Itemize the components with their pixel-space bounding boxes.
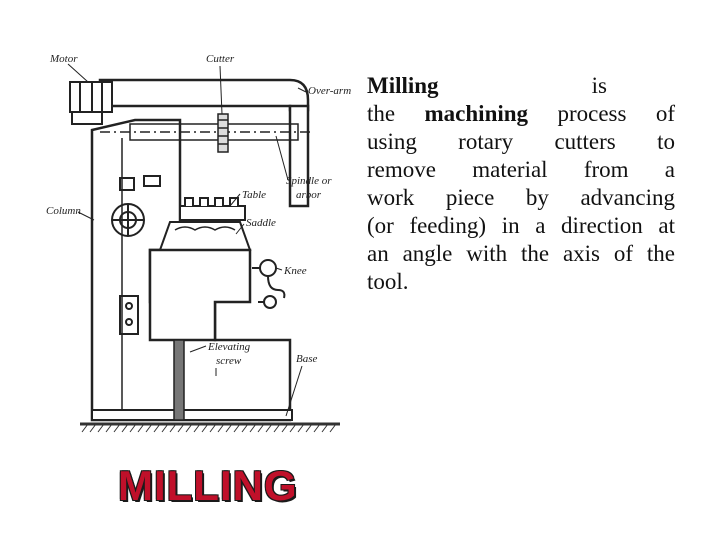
definition-text: Milling is the machining process of usin… bbox=[367, 72, 675, 296]
base-plate bbox=[91, 409, 293, 421]
text-line-5: work piece by advancing bbox=[367, 185, 675, 210]
elevating-screw-shape bbox=[173, 339, 185, 421]
text-line-6: (or feeding) in a direction at bbox=[367, 213, 675, 238]
label-motor: Motor bbox=[49, 53, 78, 65]
cutter-shape bbox=[217, 113, 229, 153]
label-elevating: Elevating bbox=[207, 341, 251, 353]
milling-caption: MILLING bbox=[118, 462, 298, 509]
text-line-2-pre: the bbox=[367, 101, 425, 126]
text-line-1: Milling is bbox=[367, 72, 675, 100]
label-over-arm: Over-arm bbox=[308, 85, 351, 97]
knee-crank bbox=[252, 259, 286, 309]
motor-block bbox=[69, 81, 113, 125]
label-screw: screw bbox=[216, 355, 242, 367]
leader-lines bbox=[67, 63, 307, 417]
label-cutter: Cutter bbox=[206, 53, 235, 65]
knee-shape bbox=[148, 248, 252, 342]
floor-hatching bbox=[80, 422, 340, 433]
label-saddle: Saddle bbox=[246, 217, 276, 229]
label-spindle: Spindle or bbox=[286, 175, 332, 187]
label-base: Base bbox=[296, 353, 318, 365]
label-arbor: arbor bbox=[296, 189, 322, 201]
label-table: Table bbox=[242, 189, 266, 201]
overarm bbox=[98, 78, 310, 112]
milling-machine-diagram: Motor Cutter Over-arm Spindle or arbor T… bbox=[46, 53, 351, 433]
label-column: Column bbox=[46, 205, 81, 217]
saddle-shape bbox=[158, 221, 252, 251]
label-knee: Knee bbox=[283, 265, 307, 277]
text-line-3: using rotary cutters to bbox=[367, 129, 675, 154]
term-machining: machining bbox=[424, 101, 529, 126]
text-line-7: an angle with the axis of the bbox=[367, 241, 675, 266]
arbor-support bbox=[288, 104, 310, 208]
text-line-8: tool. bbox=[367, 269, 409, 294]
table-shape bbox=[179, 197, 246, 221]
term-milling: Milling bbox=[367, 73, 439, 98]
text-line-1-rest: is bbox=[591, 73, 607, 98]
text-line-2-rest: process of bbox=[528, 101, 675, 126]
text-line-2: the machining process of bbox=[367, 100, 675, 128]
control-panel bbox=[111, 175, 161, 335]
text-line-4: remove material from a bbox=[367, 157, 675, 182]
